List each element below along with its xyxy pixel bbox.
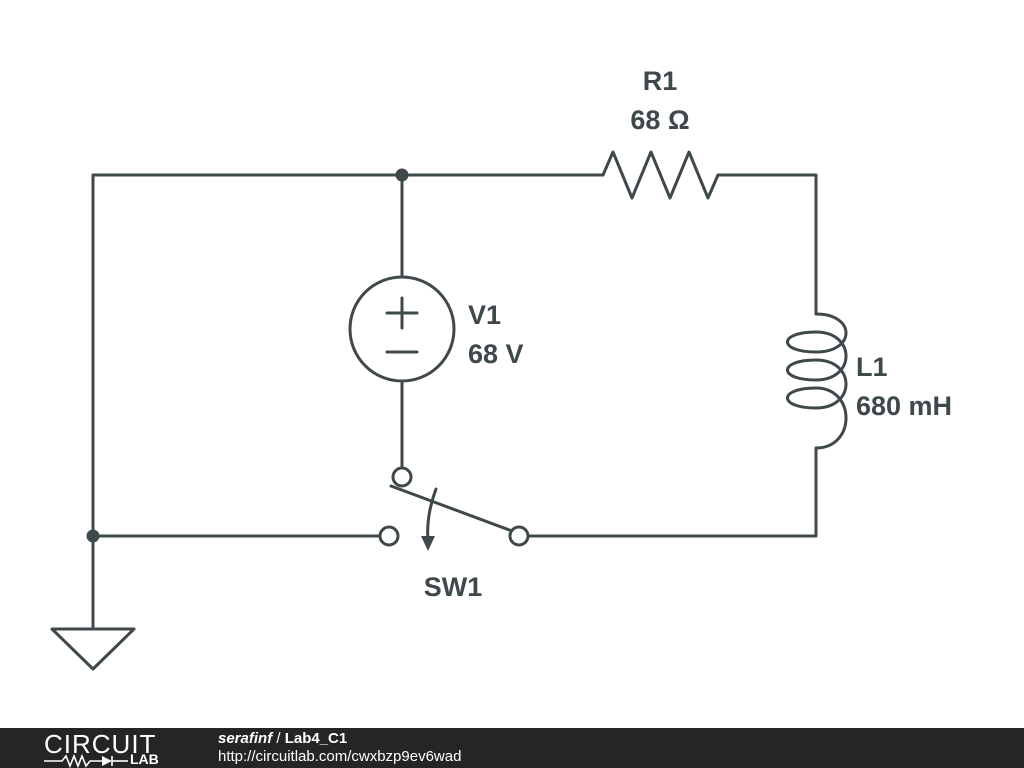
- sw1-ref-label: SW1: [424, 572, 483, 602]
- switch-arrow-head: [421, 536, 435, 551]
- r1-value-label: 68 Ω: [630, 105, 689, 135]
- wire-top-right: [716, 173, 818, 316]
- circuit-schematic: R1 68 Ω V1 68 V L1 680 mH SW1: [50, 66, 952, 671]
- project-name[interactable]: Lab4_C1: [284, 730, 348, 747]
- project-url[interactable]: http://circuitlab.com/cwxbzp9ev6wad: [218, 748, 462, 765]
- logo-resistor-diode-icon: [44, 754, 128, 768]
- circuitlab-logo[interactable]: CIRCUIT LAB: [44, 729, 180, 768]
- wires: [91, 173, 818, 631]
- junction-left: [86, 529, 100, 543]
- footer-bar: CIRCUIT LAB serafinf / Lab4_C1 http://ci…: [0, 728, 1024, 768]
- switch-left-terminal: [378, 525, 400, 547]
- v1-value-label: 68 V: [468, 339, 524, 369]
- switch-blade: [389, 484, 514, 533]
- v1-ref-label: V1: [468, 300, 501, 330]
- r1-ref-label: R1: [643, 66, 678, 96]
- logo-lab-text: LAB: [130, 751, 159, 767]
- l1-ref-label: L1: [856, 352, 888, 382]
- inductor-l1: [786, 312, 848, 450]
- switch-sw1: [378, 466, 530, 551]
- wire-top-left: [91, 173, 605, 538]
- voltage-source-v1: [348, 275, 456, 383]
- junction-top: [395, 168, 409, 182]
- path-separator: /: [276, 730, 281, 747]
- switch-pivot-terminal: [391, 466, 413, 488]
- switch-arrow-arc: [426, 487, 438, 542]
- l1-value-label: 680 mH: [856, 391, 952, 421]
- wire-right-down: [527, 446, 818, 538]
- credits: serafinf / Lab4_C1 http://circuitlab.com…: [218, 730, 461, 766]
- author-name[interactable]: serafinf: [218, 730, 273, 747]
- switch-right-terminal: [508, 525, 530, 547]
- logo-wordmark: CIRCUIT: [44, 729, 157, 759]
- resistor-r1: [601, 150, 720, 200]
- ground-symbol: [50, 627, 136, 671]
